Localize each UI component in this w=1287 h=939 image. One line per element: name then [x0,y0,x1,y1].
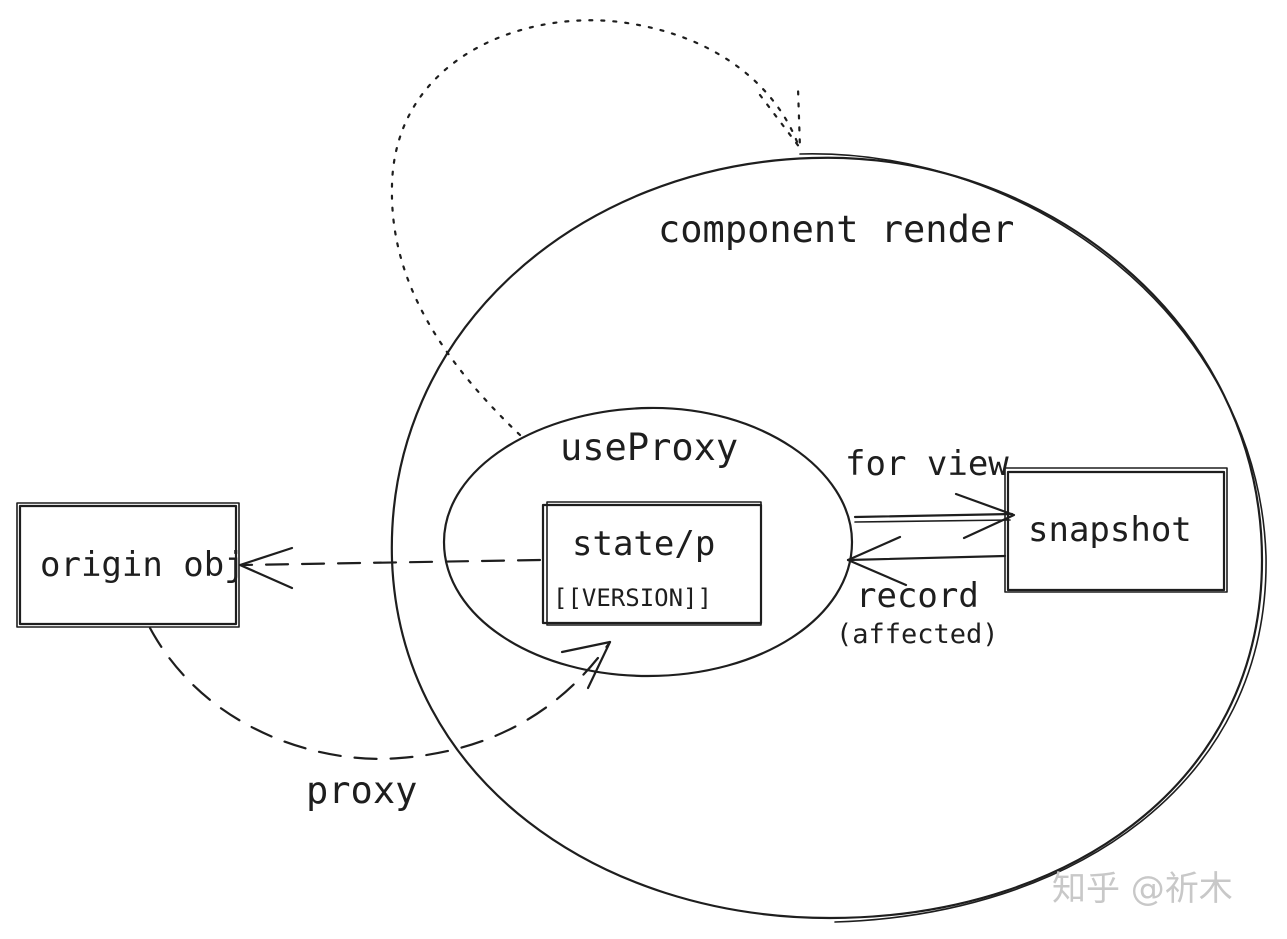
state-label: state/p [572,524,715,564]
snapshot-box[interactable] [1004,467,1228,593]
watermark-text: 知乎 @祈木 [1052,869,1233,909]
record-label: record [856,576,979,616]
for-view-label: for view [845,444,1009,484]
state-box[interactable] [541,501,763,626]
rerender-loop-arrow [390,19,802,437]
use-proxy-ellipse[interactable] [442,406,854,678]
state-to-origin-arrow [238,546,542,590]
proxy-arrow [148,626,612,760]
use-proxy-label: useProxy [560,426,738,469]
component-render-ellipse[interactable] [390,153,1267,923]
origin-obj-label: origin obj [40,545,245,585]
proxy-label: proxy [306,769,417,812]
version-label: [[VERSION]] [553,584,712,612]
affected-label: (affected) [836,619,999,650]
record-arrow [846,535,1007,587]
for-view-arrow [853,492,1016,540]
component-render-label: component render [658,208,1014,251]
snapshot-label: snapshot [1028,510,1192,550]
